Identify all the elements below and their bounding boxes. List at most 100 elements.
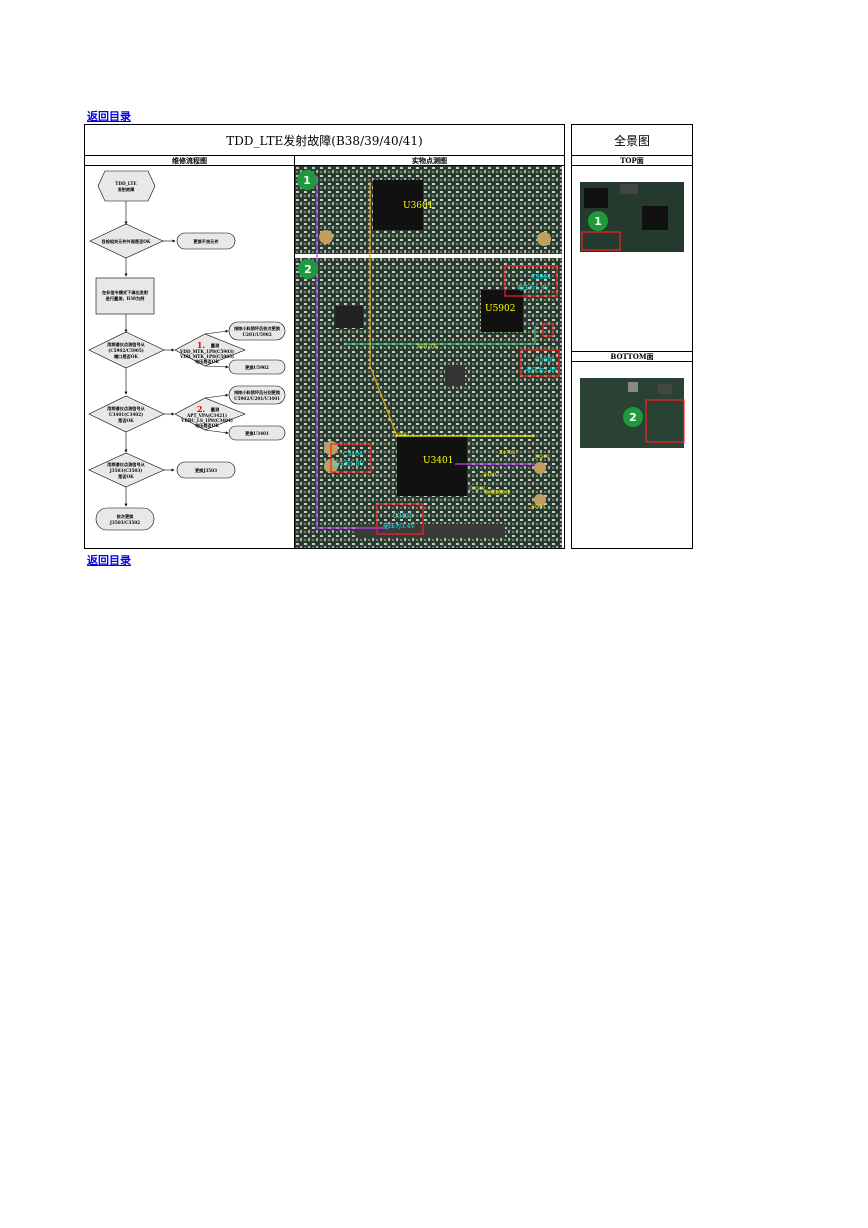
label-c5905: C5905	[535, 357, 555, 364]
flow-step1-no-text: 更换不良元件	[193, 238, 219, 245]
flow-replace-u5902-u201-u3401	[228, 385, 286, 405]
label-c3404-voltage: 电压为1.8V	[332, 460, 365, 468]
pcb-photo-area-1	[295, 166, 562, 254]
back-to-index-link-top[interactable]: 返回目录	[87, 110, 131, 123]
flow-step5-line3: 是否OK	[117, 473, 134, 480]
flow-step4-meas-line1: 量测	[211, 406, 219, 413]
label-b38-tx: B38_TX	[417, 344, 437, 350]
flow-step4-ok-line2: U5902/U201/U3401	[234, 396, 280, 401]
page-title: TDD_LTE发射故障(B38/39/40/41)	[84, 124, 565, 156]
flow-step3-no-text: 更换U5902	[245, 364, 269, 371]
flow-end-line1: 依次更换	[117, 513, 135, 520]
overview-title-text: 全景图	[613, 133, 650, 148]
flow-replace-u201-u5902	[228, 321, 286, 341]
bottom-view-highlight	[645, 399, 685, 443]
u3601-chip	[373, 180, 423, 230]
flow-end-line2: J3503/C3502	[109, 520, 140, 525]
flow-step3-line2: (C5902/C5905)	[108, 348, 143, 353]
flow-step4-no-text: 更换U3401	[245, 430, 269, 437]
flow-replace-u3401	[228, 425, 286, 441]
bottom-view-badge-text: 2	[629, 411, 637, 424]
badge-1-text: 1	[303, 174, 311, 187]
label-ant-path: 射频到天线	[485, 489, 510, 496]
flow-step4-number: 2.	[197, 404, 206, 414]
flowchart-diagram: TDD_LTE 发射故障 目检相关元件外观是否OK 更换不良元件 在非信令模式下…	[88, 170, 286, 531]
trace-purple	[316, 176, 387, 529]
flow-step3-line1: 用频谱仪点测信号从	[107, 341, 146, 348]
bottom-view-badge	[623, 407, 643, 427]
flow-step4-line1: 用频谱仪点测信号从	[107, 405, 146, 412]
badge-1	[297, 170, 317, 190]
flow-step3-ok-line1: 排除小料损坏后依次更换	[234, 325, 281, 332]
badge-2	[298, 259, 318, 279]
label-c5904: C5904	[531, 274, 551, 281]
label-u5902: U5902	[485, 304, 516, 314]
c5904-highlight	[504, 265, 558, 297]
badge-2-text: 2	[304, 263, 312, 276]
label-u3601: U3601	[403, 201, 434, 211]
flow-start-node	[97, 170, 156, 202]
u5902-chip	[481, 290, 523, 332]
top-view-label: TOP面	[620, 155, 644, 165]
flow-step4-meas-line3: VBBC_LS_1P8(C3404)	[180, 418, 233, 423]
flow-step5-line2: J3503(C3503)	[109, 468, 143, 473]
flow-measure-apt	[174, 397, 246, 431]
flow-replace-j3503	[176, 461, 236, 479]
bottom-view-label: BOTTOM面	[610, 351, 654, 361]
flow-step4-meas-line2: APT_VPA(C3421)	[186, 413, 227, 418]
c3404-highlight	[330, 443, 372, 473]
label-c5905-voltage: 电压为1.8V	[526, 366, 559, 374]
top-view-badge-text: 1	[594, 215, 602, 228]
flow-step5-line1: 用频谱仪点测信号从	[107, 461, 146, 468]
flow-step2-line2: 进行量测，B38为例	[106, 295, 145, 302]
page-title-text: TDD_LTE发射故障(B38/39/40/41)	[226, 133, 423, 148]
flowchart-panel: TDD_LTE 发射故障 目检相关元件外观是否OK 更换不良元件 在非信令模式下…	[84, 165, 295, 549]
label-j3501: J3501	[530, 504, 546, 510]
flow-column-label: 维修流程图	[172, 155, 207, 165]
flow-replace-u5902	[228, 359, 286, 375]
flow-step3-meas-line4: 电压是否OK	[195, 358, 219, 365]
flow-step4-line3: 是否OK	[117, 417, 134, 424]
flow-step3-line3: 端口是否OK	[114, 353, 138, 360]
label-c3402: C3402	[393, 432, 410, 438]
label-j3502: J3502	[534, 454, 550, 460]
flow-step3-meas-line3: VDD_MTK_1P8(C5905)	[179, 354, 234, 359]
photo-panel: 1 2 U3601 U5902 U3401 C5904 电压为1.8V C590…	[294, 165, 565, 549]
flow-step3-meas-line1: 量测	[211, 342, 219, 349]
top-view-photo: 1	[580, 182, 684, 252]
label-c3421: C3421	[393, 513, 413, 520]
back-to-index-link-bottom[interactable]: 返回目录	[87, 554, 131, 567]
label-z4902: Z4902	[483, 472, 499, 478]
flow-step1-text: 目检相关元件外观是否OK	[101, 238, 151, 245]
label-c3421-voltage: 电压为3.4V	[383, 522, 416, 530]
flow-step3-ok-line2: U201/U5902	[242, 332, 271, 337]
trace-green	[345, 326, 536, 345]
c5905-highlight	[520, 349, 560, 377]
pcb-photo: 1 2 U3601 U5902 U3401 C5904 电压为1.8V C590…	[295, 166, 562, 548]
label-c3404: C3404	[343, 451, 363, 458]
label-u3401: U3401	[423, 456, 454, 466]
flow-measure-vdd	[174, 333, 246, 367]
bottom-view-photo: 2	[580, 378, 685, 448]
bottom-view-panel: 2	[571, 361, 693, 549]
flow-step4-ok-line1: 排除小料损坏后分别更换	[234, 389, 281, 396]
overview-title: 全景图	[571, 124, 693, 156]
flow-step3-number: 1.	[197, 340, 206, 350]
label-c3502: C3502	[469, 486, 486, 492]
c3421-highlight	[376, 503, 424, 535]
top-view-panel: 1	[571, 165, 693, 352]
flow-nonsignal-mode	[95, 277, 155, 315]
label-z4705: Z4705	[499, 450, 515, 456]
flow-end-node	[95, 507, 155, 531]
u3401-chip	[397, 436, 467, 496]
flow-step5-no-text: 更换J3503	[195, 467, 217, 474]
top-view-badge	[588, 211, 608, 231]
label-c5904-voltage: 电压为1.8V	[517, 284, 550, 292]
flow-step4-line2: U3401(C3402)	[109, 412, 143, 417]
flow-step3-meas-line2: VDD_MTK_1P8(C5903)	[179, 349, 234, 354]
photo-column-label: 实物点测图	[412, 155, 447, 165]
flow-start-line2: 发射故障	[118, 186, 136, 193]
trace-orange	[369, 182, 398, 437]
flow-start-line1: TDD_LTE	[115, 181, 136, 186]
flow-replace-bad-parts	[176, 232, 236, 250]
